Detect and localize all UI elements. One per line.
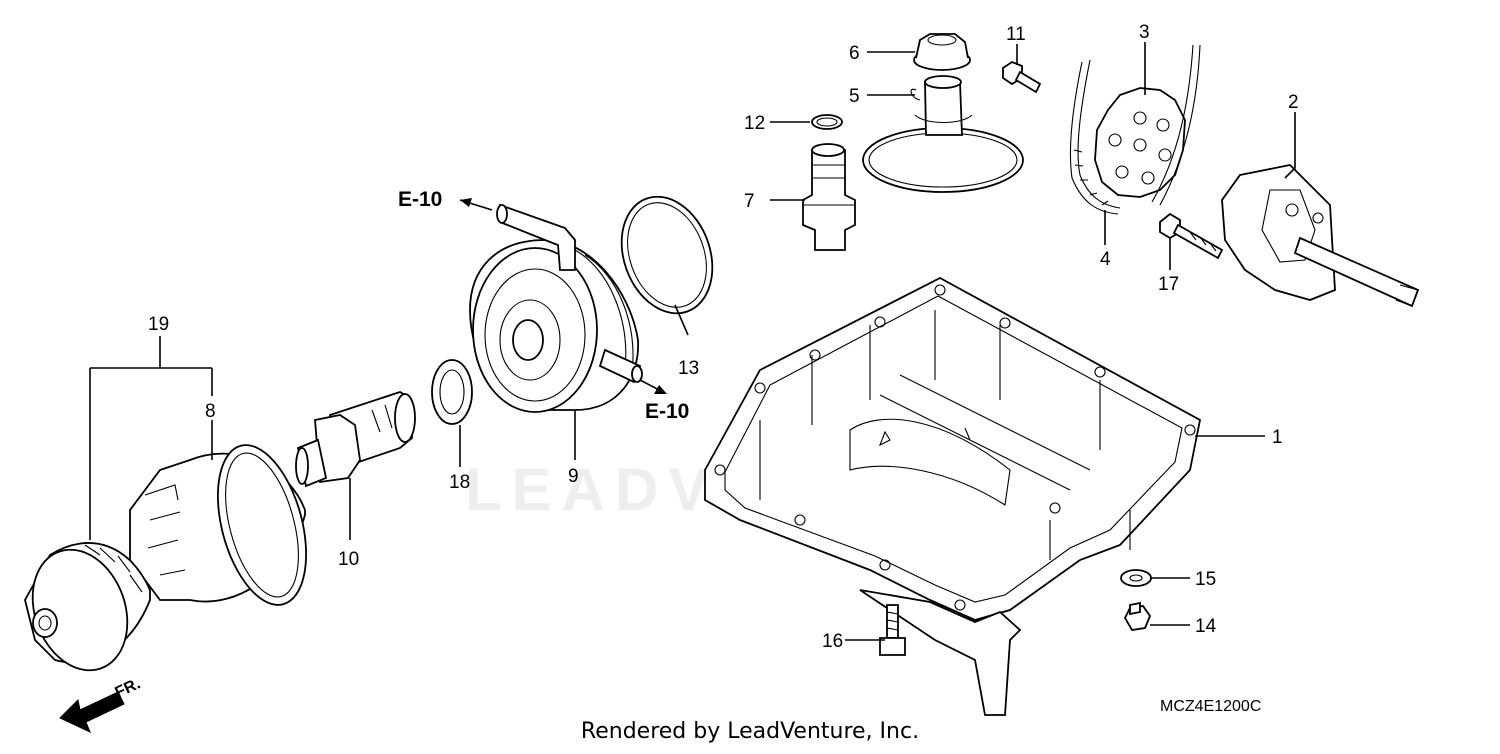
reference-e10-lower: E-10 — [645, 400, 689, 423]
reference-e10-upper: E-10 — [398, 188, 442, 211]
callout-15: 15 — [1195, 569, 1216, 590]
callout-19: 19 — [148, 314, 169, 335]
drain-washer[interactable] — [1120, 569, 1152, 587]
callout-6: 6 — [849, 43, 860, 64]
callout-16: 16 — [822, 631, 843, 652]
o-ring-12[interactable] — [811, 114, 843, 130]
oil-cooler[interactable] — [469, 203, 643, 413]
front-label: FR. — [113, 675, 144, 701]
oil-strainer[interactable] — [862, 75, 1024, 193]
callout-11: 11 — [1006, 24, 1026, 45]
pump-bolt[interactable] — [1159, 212, 1224, 260]
strainer-bolt[interactable] — [1002, 60, 1042, 94]
oil-filter-8[interactable] — [129, 435, 322, 614]
cooler-gasket[interactable] — [606, 184, 728, 326]
sealing-washer[interactable] — [431, 359, 473, 425]
front-direction-arrow: FR. — [59, 675, 144, 733]
oil-pump-sprocket[interactable] — [1094, 87, 1186, 198]
footer-credit: Rendered by LeadVenture, Inc. — [581, 719, 919, 744]
callout-10: 10 — [338, 549, 359, 570]
callout-18: 18 — [449, 472, 470, 493]
callouts: 1 2 3 4 5 6 7 8 9 10 11 12 13 14 15 16 1… — [148, 22, 1299, 652]
callout-13: 13 — [678, 358, 699, 379]
oil-pump-chain[interactable] — [1069, 44, 1201, 215]
callout-14: 14 — [1195, 616, 1217, 637]
callout-3: 3 — [1139, 22, 1150, 43]
callout-4: 4 — [1100, 249, 1111, 270]
strainer-seal[interactable] — [913, 33, 971, 71]
callout-8: 8 — [205, 401, 216, 422]
callout-5: 5 — [849, 86, 860, 107]
cooler-center-bolt[interactable] — [295, 391, 416, 488]
callout-9: 9 — [568, 466, 579, 487]
pan-bolt[interactable] — [879, 604, 906, 656]
drain-bolt[interactable] — [1123, 601, 1152, 631]
oil-pan[interactable] — [704, 276, 1202, 716]
oil-pump[interactable] — [1221, 164, 1420, 308]
oil-filter-assembly[interactable] — [17, 536, 151, 683]
leader-arrowheads — [460, 198, 667, 394]
callout-2: 2 — [1288, 92, 1299, 113]
callout-17: 17 — [1158, 274, 1179, 295]
callout-12: 12 — [744, 113, 765, 134]
callout-1: 1 — [1272, 427, 1283, 448]
pipe-joint[interactable] — [802, 143, 856, 251]
callout-7: 7 — [744, 191, 755, 212]
diagram-code: MCZ4E1200C — [1160, 698, 1261, 715]
